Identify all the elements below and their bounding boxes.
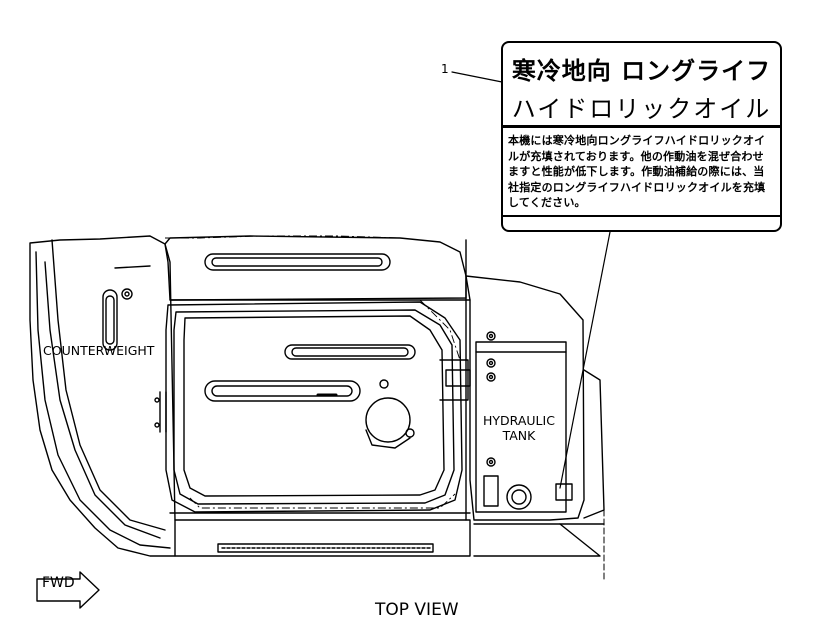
decal-title-line-1: 寒冷地向 ロングライフ	[511, 57, 772, 85]
decal-divider	[503, 125, 780, 128]
cover-vent-middle	[284, 344, 416, 360]
engine-hood-top	[164, 235, 467, 301]
fwd-arrow-icon	[36, 571, 100, 609]
filler-cap	[365, 397, 411, 443]
counterweight-outline	[29, 235, 176, 557]
counterweight-slot	[102, 289, 118, 351]
callout-number: 1	[441, 62, 449, 76]
hydraulic-oil-decal: 寒冷地向 ロングライフ ハイドロリックオイル 本機には寒冷地向ロングライフハイド…	[501, 41, 782, 232]
hydraulic-label-line-1: HYDRAULIC	[483, 413, 555, 428]
counterweight-label: COUNTERWEIGHT	[43, 343, 155, 358]
decal-title-line-2: ハイドロリックオイル	[511, 95, 772, 123]
engine-cover	[165, 301, 463, 513]
hydraulic-tank-label: HYDRAULIC TANK	[483, 413, 555, 443]
decal-body-text: 本機には寒冷地向ロングライフハイドロリックオイルが充填されております。他の作動油…	[508, 134, 766, 209]
fwd-label: FWD	[42, 575, 75, 591]
hood-vent-top	[204, 253, 391, 271]
hydraulic-tank-outline	[465, 275, 585, 521]
hydraulic-label-line-2: TANK	[502, 428, 536, 443]
phantom-line	[165, 235, 401, 239]
cover-vent-lower	[204, 380, 361, 402]
view-caption: TOP VIEW	[375, 600, 459, 620]
decal-footer-rule	[503, 215, 780, 217]
